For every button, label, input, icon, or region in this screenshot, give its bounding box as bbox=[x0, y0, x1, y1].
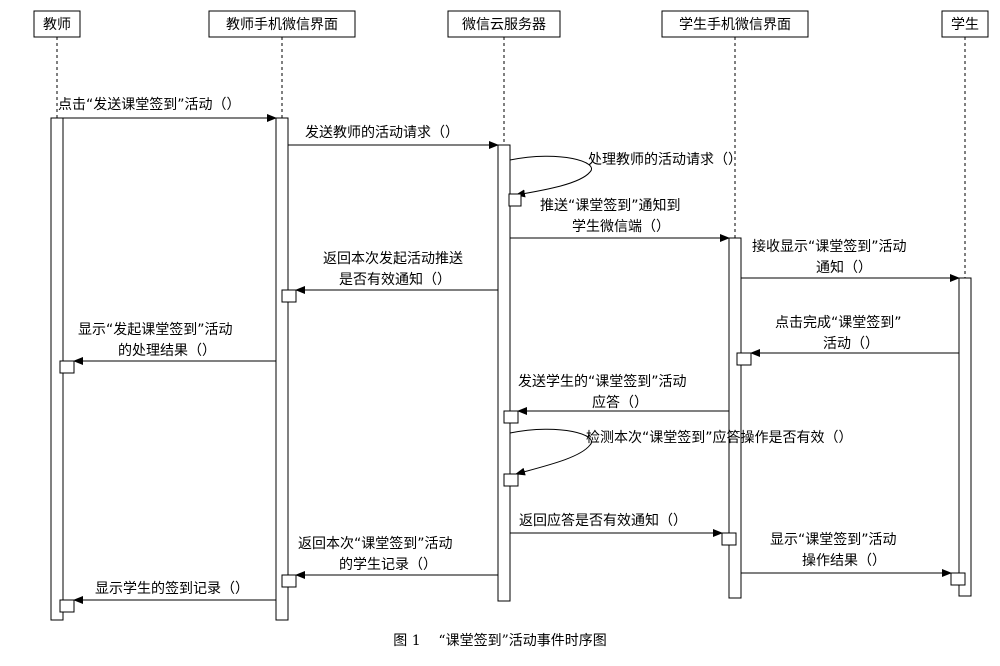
actor-label: 学生手机微信界面 bbox=[679, 17, 791, 33]
message-label: 应答（） bbox=[592, 394, 648, 411]
message-label: 操作结果（） bbox=[802, 553, 886, 569]
message-label: 接收显示“课堂签到”活动 bbox=[752, 238, 907, 255]
actor-wechat-cloud-server: 微信云服务器 bbox=[447, 10, 561, 145]
actor-student: 学生 bbox=[941, 10, 989, 278]
execution-box bbox=[503, 473, 519, 487]
execution-box bbox=[721, 532, 737, 546]
message-3-self: 处理教师的活动请求（） bbox=[508, 152, 742, 207]
execution-box bbox=[281, 289, 297, 303]
message-label: 的学生记录（） bbox=[339, 557, 437, 573]
message-4: 推送“课堂签到”通知到 学生微信端（） bbox=[510, 197, 730, 242]
message-label: 返回本次“课堂签到”活动 bbox=[298, 535, 453, 552]
figure-number: 图 1 bbox=[393, 633, 421, 649]
execution-box bbox=[59, 599, 75, 613]
message-10-self: 检测本次“课堂签到”应答操作是否有效（） bbox=[503, 428, 853, 487]
actor-teacher: 教师 bbox=[33, 10, 81, 118]
execution-box bbox=[281, 574, 297, 588]
figure-caption: 图 1 “课堂签到”活动事件时序图 bbox=[0, 630, 1000, 650]
activation-bar bbox=[958, 277, 972, 597]
actor-label: 教师 bbox=[43, 17, 71, 33]
actor-label: 教师手机微信界面 bbox=[226, 17, 338, 33]
execution-box bbox=[503, 410, 519, 424]
message-label: 的处理结果（） bbox=[118, 343, 216, 359]
message-label: 显示学生的签到记录（） bbox=[95, 580, 249, 597]
message-2: 发送教师的活动请求（） bbox=[288, 125, 499, 149]
message-7: 点击完成“课堂签到” 活动（） bbox=[736, 314, 959, 366]
actor-teacher-phone: 教师手机微信界面 bbox=[208, 10, 356, 118]
execution-box bbox=[59, 360, 75, 374]
activation-bar bbox=[275, 117, 289, 621]
actor-label: 学生 bbox=[951, 17, 979, 33]
message-label: 是否有效通知（） bbox=[339, 271, 451, 288]
message-label: 返回本次发起活动推送 bbox=[323, 251, 463, 267]
activation-bar bbox=[497, 144, 511, 602]
actor-label: 微信云服务器 bbox=[462, 17, 546, 33]
message-6: 返回本次发起活动推送 是否有效通知（） bbox=[281, 251, 498, 303]
activation-bar bbox=[728, 237, 742, 599]
message-9: 发送学生的“课堂签到”活动 应答（） bbox=[503, 373, 729, 424]
message-5: 接收显示“课堂签到”活动 通知（） bbox=[741, 238, 960, 282]
execution-box bbox=[950, 572, 966, 586]
message-label: 点击“发送课堂签到”活动（） bbox=[58, 96, 241, 113]
message-label: 发送学生的“课堂签到”活动 bbox=[518, 373, 687, 390]
execution-box bbox=[508, 193, 522, 207]
figure-title: “课堂签到”活动事件时序图 bbox=[438, 633, 607, 649]
message-14: 显示学生的签到记录（） bbox=[59, 580, 276, 613]
message-label: 处理教师的活动请求（） bbox=[588, 152, 742, 168]
message-label: 推送“课堂签到”通知到 bbox=[540, 197, 681, 214]
sequence-diagram: 教师 教师手机微信界面 微信云服务器 学生手机微信界面 学生 bbox=[33, 10, 989, 621]
message-8: 显示“发起课堂签到”活动 的处理结果（） bbox=[59, 321, 276, 374]
message-11: 返回应答是否有效通知（） bbox=[510, 512, 737, 546]
message-12: 显示“课堂签到”活动 操作结果（） bbox=[741, 531, 966, 586]
message-label: 返回应答是否有效通知（） bbox=[519, 512, 687, 529]
actor-student-phone: 学生手机微信界面 bbox=[661, 10, 809, 238]
execution-box bbox=[736, 352, 752, 366]
message-label: 活动（） bbox=[823, 336, 879, 352]
message-label: 学生微信端（） bbox=[572, 219, 670, 235]
message-label: 检测本次“课堂签到”应答操作是否有效（） bbox=[586, 429, 853, 446]
message-1: 点击“发送课堂签到”活动（） bbox=[58, 96, 277, 122]
message-label: 显示“课堂签到”活动 bbox=[770, 531, 897, 548]
message-label: 点击完成“课堂签到” bbox=[775, 314, 902, 331]
message-label: 显示“发起课堂签到”活动 bbox=[78, 321, 233, 338]
message-label: 发送教师的活动请求（） bbox=[305, 125, 459, 141]
message-label: 通知（） bbox=[816, 259, 872, 276]
message-13: 返回本次“课堂签到”活动 的学生记录（） bbox=[281, 535, 498, 588]
